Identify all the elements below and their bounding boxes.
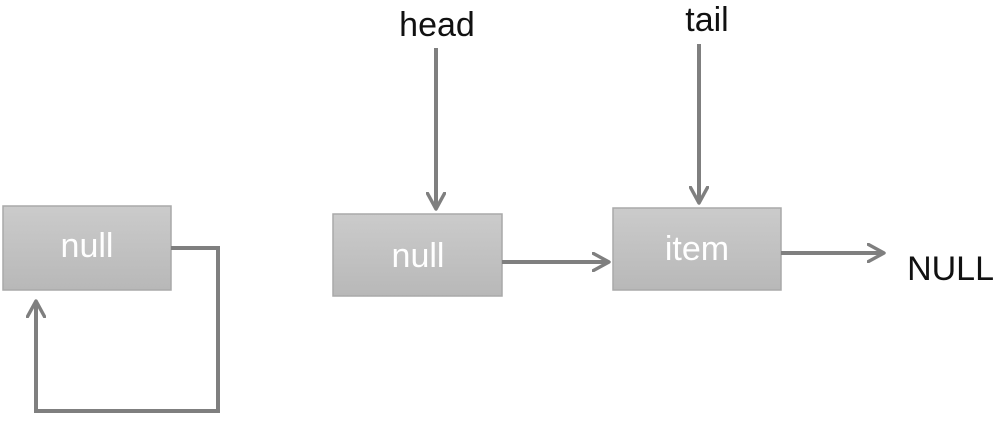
head-label: head <box>399 6 475 44</box>
item-node-box <box>612 207 782 291</box>
null-terminal-label: NULL <box>907 250 994 288</box>
self-loop-arrow <box>36 246 220 413</box>
null-node-label: null <box>61 227 114 265</box>
null-node-box <box>2 205 172 291</box>
item-node-label: item <box>665 230 729 268</box>
sentinel-null-node-label: null <box>392 237 445 275</box>
list-with-item-diagram: head tail null item NULL <box>332 1 994 297</box>
empty-list-diagram: null <box>2 205 220 413</box>
sentinel-null-node-box <box>332 213 503 297</box>
tail-label: tail <box>685 1 728 39</box>
